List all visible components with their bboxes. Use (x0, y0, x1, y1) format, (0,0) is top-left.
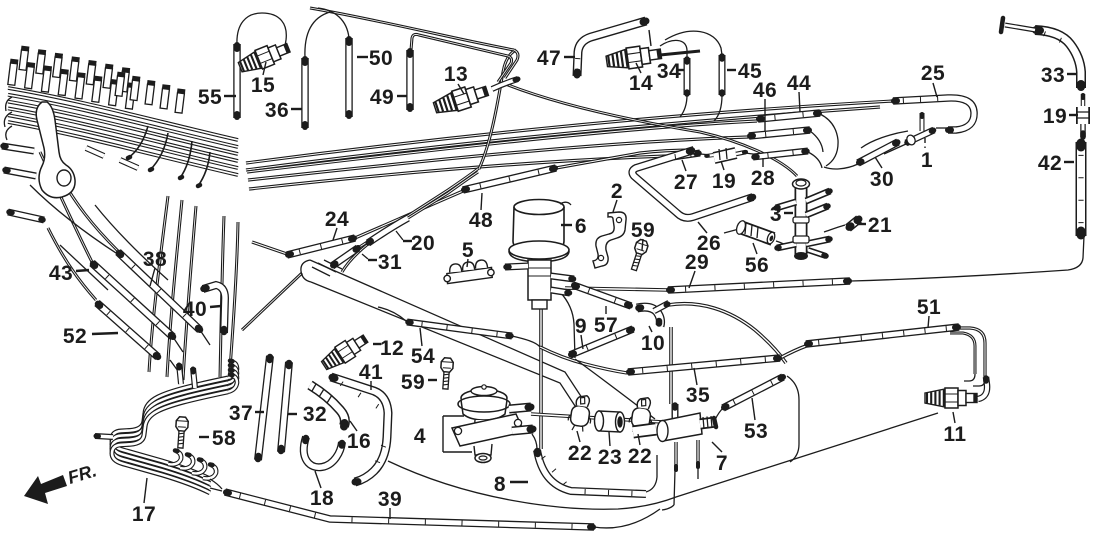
svg-text:39: 39 (378, 488, 402, 511)
svg-text:26: 26 (697, 232, 721, 255)
svg-text:47: 47 (537, 47, 561, 70)
svg-text:22: 22 (568, 442, 592, 465)
svg-text:2: 2 (611, 180, 623, 203)
svg-text:1: 1 (921, 149, 933, 172)
svg-text:38: 38 (143, 248, 167, 271)
svg-text:14: 14 (629, 72, 653, 95)
svg-text:37: 37 (229, 402, 253, 425)
svg-text:17: 17 (132, 503, 156, 526)
svg-text:24: 24 (325, 208, 349, 231)
svg-text:30: 30 (870, 168, 894, 191)
svg-text:12: 12 (380, 337, 404, 360)
svg-text:21: 21 (868, 214, 892, 237)
svg-text:48: 48 (469, 209, 493, 232)
svg-text:29: 29 (685, 251, 709, 274)
svg-text:43: 43 (49, 262, 73, 285)
svg-text:31: 31 (378, 251, 402, 274)
svg-text:56: 56 (745, 254, 769, 277)
svg-text:55: 55 (198, 86, 222, 109)
svg-text:19: 19 (1043, 105, 1067, 128)
svg-text:7: 7 (716, 452, 728, 475)
svg-text:59: 59 (631, 219, 655, 242)
svg-text:41: 41 (359, 361, 383, 384)
svg-text:50: 50 (369, 47, 393, 70)
svg-text:9: 9 (575, 315, 587, 338)
svg-text:16: 16 (347, 430, 371, 453)
svg-text:3: 3 (770, 203, 782, 226)
svg-text:23: 23 (598, 446, 622, 469)
svg-text:22: 22 (628, 445, 652, 468)
svg-text:51: 51 (917, 296, 941, 319)
svg-text:32: 32 (303, 403, 327, 426)
svg-text:19: 19 (712, 170, 736, 193)
svg-text:28: 28 (751, 167, 775, 190)
svg-text:25: 25 (921, 62, 945, 85)
svg-text:42: 42 (1038, 152, 1062, 175)
svg-text:53: 53 (744, 420, 768, 443)
svg-text:10: 10 (641, 332, 665, 355)
svg-text:54: 54 (411, 345, 435, 368)
svg-text:36: 36 (265, 99, 289, 122)
svg-text:46: 46 (753, 79, 777, 102)
svg-text:35: 35 (686, 384, 710, 407)
svg-text:49: 49 (370, 86, 394, 109)
svg-text:13: 13 (444, 63, 468, 86)
svg-text:58: 58 (212, 427, 236, 450)
svg-text:57: 57 (594, 314, 618, 337)
svg-text:18: 18 (310, 487, 334, 510)
svg-text:11: 11 (943, 423, 966, 446)
svg-text:33: 33 (1041, 64, 1065, 87)
svg-text:20: 20 (411, 232, 435, 255)
svg-text:40: 40 (183, 298, 207, 321)
svg-text:4: 4 (414, 425, 426, 448)
svg-text:27: 27 (674, 171, 698, 194)
svg-text:34: 34 (657, 60, 681, 83)
svg-text:52: 52 (63, 325, 87, 348)
svg-text:8: 8 (494, 473, 506, 496)
svg-text:6: 6 (575, 215, 587, 238)
svg-text:15: 15 (251, 74, 275, 97)
svg-text:5: 5 (462, 239, 474, 262)
svg-text:44: 44 (787, 72, 811, 95)
svg-text:59: 59 (401, 371, 425, 394)
svg-text:45: 45 (738, 60, 762, 83)
